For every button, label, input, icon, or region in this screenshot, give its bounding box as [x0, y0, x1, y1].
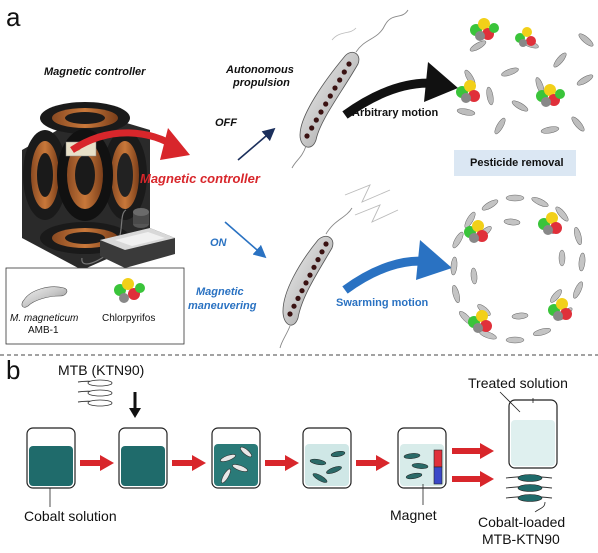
magnetosome-dot [327, 93, 333, 99]
bacterium-upper [291, 9, 409, 169]
magnetosome-dot [291, 303, 297, 309]
chlorpyrifos-molecules-upper [456, 18, 565, 107]
legend-chlorpyrifos-icon [114, 278, 145, 303]
panel-a-letter: a [6, 2, 21, 32]
magnetosome-dot [287, 311, 293, 317]
cobalt-solution-label: Cobalt solution [24, 508, 117, 524]
magnet-label: Magnet [390, 507, 437, 523]
legend-molecule-name: Chlorpyrifos [102, 313, 156, 324]
red-arrow-head [160, 128, 190, 160]
magnetosome-dot [303, 280, 309, 286]
legend-bacterium-icon [21, 286, 68, 308]
legend-bacterium-name: M. magneticum [10, 313, 79, 324]
process-arrows [80, 443, 494, 487]
legend-bacterium-strain: AMB-1 [28, 325, 59, 336]
mtb-swimmers-icon [77, 379, 113, 407]
legend-box [5, 267, 185, 345]
magnetic-controller-title: Magnetic controller [44, 66, 146, 78]
autonomous-propulsion-line1: Autonomous [226, 64, 294, 76]
magnetic-controller-label: Magnetic controller [140, 171, 260, 186]
magnetic-maneuvering-line2: maneuvering [188, 300, 257, 312]
autonomous-propulsion-line2: propulsion [233, 77, 290, 89]
magnetosome-dot [337, 77, 343, 83]
magnetosome-dot [313, 117, 319, 123]
magnetosome-dot [315, 257, 321, 263]
pesticide-removal-box [454, 150, 576, 176]
blue-arrow-head [416, 240, 452, 280]
jars [26, 399, 558, 489]
swarming-motion-label: Swarming motion [336, 297, 429, 309]
black-arrow-head [424, 62, 458, 102]
off-label: OFF [215, 117, 237, 129]
magnetosome-dot [319, 249, 325, 255]
chlorpyrifos-molecules-lower [464, 212, 572, 333]
magnetosome-dot [304, 133, 310, 139]
panel-b-letter: b [6, 355, 21, 385]
magnet-south [433, 466, 443, 485]
magnetosome-dot [323, 101, 329, 107]
treated-solution-label: Treated solution [468, 375, 568, 391]
magnetosome-dot [307, 272, 313, 278]
magnetosome-dot [309, 125, 315, 131]
mtb-label: MTB (KTN90) [58, 362, 145, 378]
magnetosome-dot [318, 109, 324, 115]
magnet-north [433, 449, 443, 468]
magnetosome-dot [346, 61, 352, 67]
magnetosome-dot [323, 241, 329, 247]
on-label: ON [210, 237, 227, 249]
magnetosome-dot [295, 295, 301, 301]
magnetosome-dot [311, 264, 317, 270]
cobalt-loaded-line2: MTB-KTN90 [482, 531, 560, 547]
arbitrary-motion-label: Arbitrary motion [352, 107, 439, 119]
scattered-bacteria [456, 33, 594, 135]
magnetosome-dot [299, 288, 305, 294]
magnetic-maneuvering-line1: Magnetic [196, 286, 244, 298]
pesticide-removal-label: Pesticide removal [470, 157, 564, 169]
bacterium-lower [279, 207, 353, 349]
down-arrow-icon [129, 408, 141, 418]
magnetic-controller-device [22, 102, 175, 270]
cobalt-loaded-bacteria [505, 474, 553, 502]
cobalt-loaded-line1: Cobalt-loaded [478, 514, 566, 530]
magnetosome-dot [341, 69, 347, 75]
magnetosome-dot [332, 85, 338, 91]
